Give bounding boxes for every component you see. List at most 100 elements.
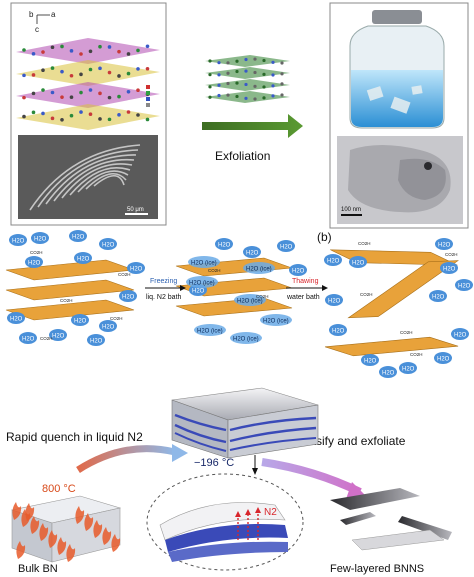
water-molecule-label: H2O — [52, 334, 65, 340]
atom-dot — [79, 90, 83, 95]
stack-initial — [5, 259, 135, 321]
water-molecule-label: H2O — [280, 245, 293, 251]
exfoliated-sheet — [205, 55, 290, 67]
water-molecule-label: H2O — [458, 284, 471, 290]
water-molecule-label: H2O — [332, 329, 345, 335]
water-molecule: H2O — [74, 252, 92, 264]
atom-dot — [22, 114, 26, 119]
atom-dot — [208, 59, 212, 63]
sem-flake-edge — [53, 158, 135, 202]
atom-dot — [79, 72, 83, 77]
atom-dot — [41, 50, 45, 54]
scale-bar-left: 50 μm — [127, 207, 144, 213]
crystal-layer — [16, 38, 160, 64]
water-molecule: H2O — [289, 264, 307, 276]
atom-dot — [262, 58, 266, 63]
water-molecule-label: H2O — [122, 295, 135, 301]
atom-dot — [69, 95, 74, 99]
atom-legend — [146, 85, 150, 107]
atom-dot — [262, 85, 266, 89]
water-molecule: H2O — [87, 334, 105, 346]
atom-dot — [271, 94, 275, 98]
water-molecule: H2O — [49, 329, 67, 341]
atom-dot — [253, 97, 257, 101]
thawing-arrow: Thawing water bath — [286, 278, 328, 301]
atom-dot — [79, 52, 83, 56]
water-molecule: H2O — [25, 256, 43, 268]
panel-a: b a c 50 μm Exfoliation — [10, 2, 469, 229]
flame-icon — [48, 530, 58, 548]
quench-arrow — [76, 445, 176, 473]
atom-dot — [88, 88, 93, 92]
ice-molecule: H2O (ice) — [260, 314, 292, 326]
water-molecule-label: H2O — [74, 319, 87, 325]
water-molecule: H2O — [329, 324, 347, 336]
atom-dot — [107, 117, 112, 122]
exfoliation-arrow — [202, 114, 303, 138]
water-molecule-label: H2O — [246, 251, 259, 257]
atom-dot — [98, 44, 102, 49]
ice-molecule: H2O (ice) — [234, 294, 266, 306]
atom-dot — [31, 110, 36, 115]
flame-icon — [93, 520, 103, 538]
carboxyl-labels: CO2HCO2HCO2HCO2HCO2HCO2HCO2HCO2HCO2HCO2H… — [30, 241, 458, 357]
sem-flake-edge — [93, 174, 125, 187]
atom-dot — [60, 117, 64, 122]
bath2-label: water bath — [286, 294, 320, 301]
flame-icon — [84, 513, 94, 531]
atom-dot — [69, 113, 74, 118]
atom-dot — [244, 69, 248, 73]
water-molecule: H2O — [215, 238, 233, 250]
atom-dot — [271, 60, 275, 64]
thawing-label: Thawing — [292, 278, 319, 285]
ice-molecule: H2O (ice) — [188, 256, 220, 268]
water-molecule: H2O — [9, 234, 27, 246]
water-molecule-label: H2O — [454, 333, 467, 339]
atom-dot — [50, 66, 55, 70]
atom-dot — [280, 72, 284, 76]
dispersion-jar — [349, 10, 445, 129]
water-molecule: H2O — [435, 238, 453, 250]
water-molecule: H2O — [243, 246, 261, 258]
atom-dot — [235, 94, 239, 99]
flame-icon — [39, 523, 49, 541]
co2h-label: CO2H — [400, 330, 413, 335]
water-molecule: H2O — [31, 232, 49, 244]
n2-arrow-head — [235, 511, 241, 517]
water-molecule: H2O — [99, 320, 117, 332]
axis-c-label: c — [35, 25, 39, 34]
flame-icon — [30, 516, 40, 534]
water-molecule-label: H2O — [327, 259, 340, 265]
water-molecule: H2O — [379, 366, 397, 378]
atom-dot — [41, 68, 45, 73]
atom-dot — [244, 57, 248, 62]
atom-dot — [117, 49, 121, 54]
co2h-label: CO2H — [256, 294, 269, 299]
sem-flake-edge — [29, 144, 141, 211]
atom-dot — [271, 73, 275, 77]
exfoliated-sheet — [205, 91, 290, 103]
freezing-label: Freezing — [150, 278, 177, 285]
crystal-layer-stack — [16, 38, 160, 130]
atom-dot — [69, 49, 74, 53]
water-molecule-label: H2O — [438, 243, 451, 249]
co2h-label: CO2H — [110, 316, 123, 321]
atom-dot — [50, 116, 55, 121]
atom-dot — [136, 113, 140, 117]
atom-dot — [88, 49, 93, 54]
water-molecule-label: H2O — [402, 367, 415, 373]
tem-micrograph: 100 nm — [337, 136, 463, 224]
atom-dot — [117, 74, 121, 78]
water-molecule-label: H2O — [352, 261, 365, 267]
graphene-oxide-sheet — [175, 297, 293, 317]
atom-dot — [117, 113, 121, 117]
panel-b: (b) Freezing liq. N2 bath Thawing water … — [5, 230, 473, 378]
crystal-layer — [16, 104, 160, 130]
atom-dot — [50, 90, 55, 95]
flame-icon — [21, 509, 31, 527]
temp-cold-label: −196 °C — [194, 457, 234, 469]
water-molecule-label: H2O — [292, 269, 305, 275]
water-molecule-label: H2O — [130, 267, 143, 273]
water-molecule: H2O — [127, 262, 145, 274]
